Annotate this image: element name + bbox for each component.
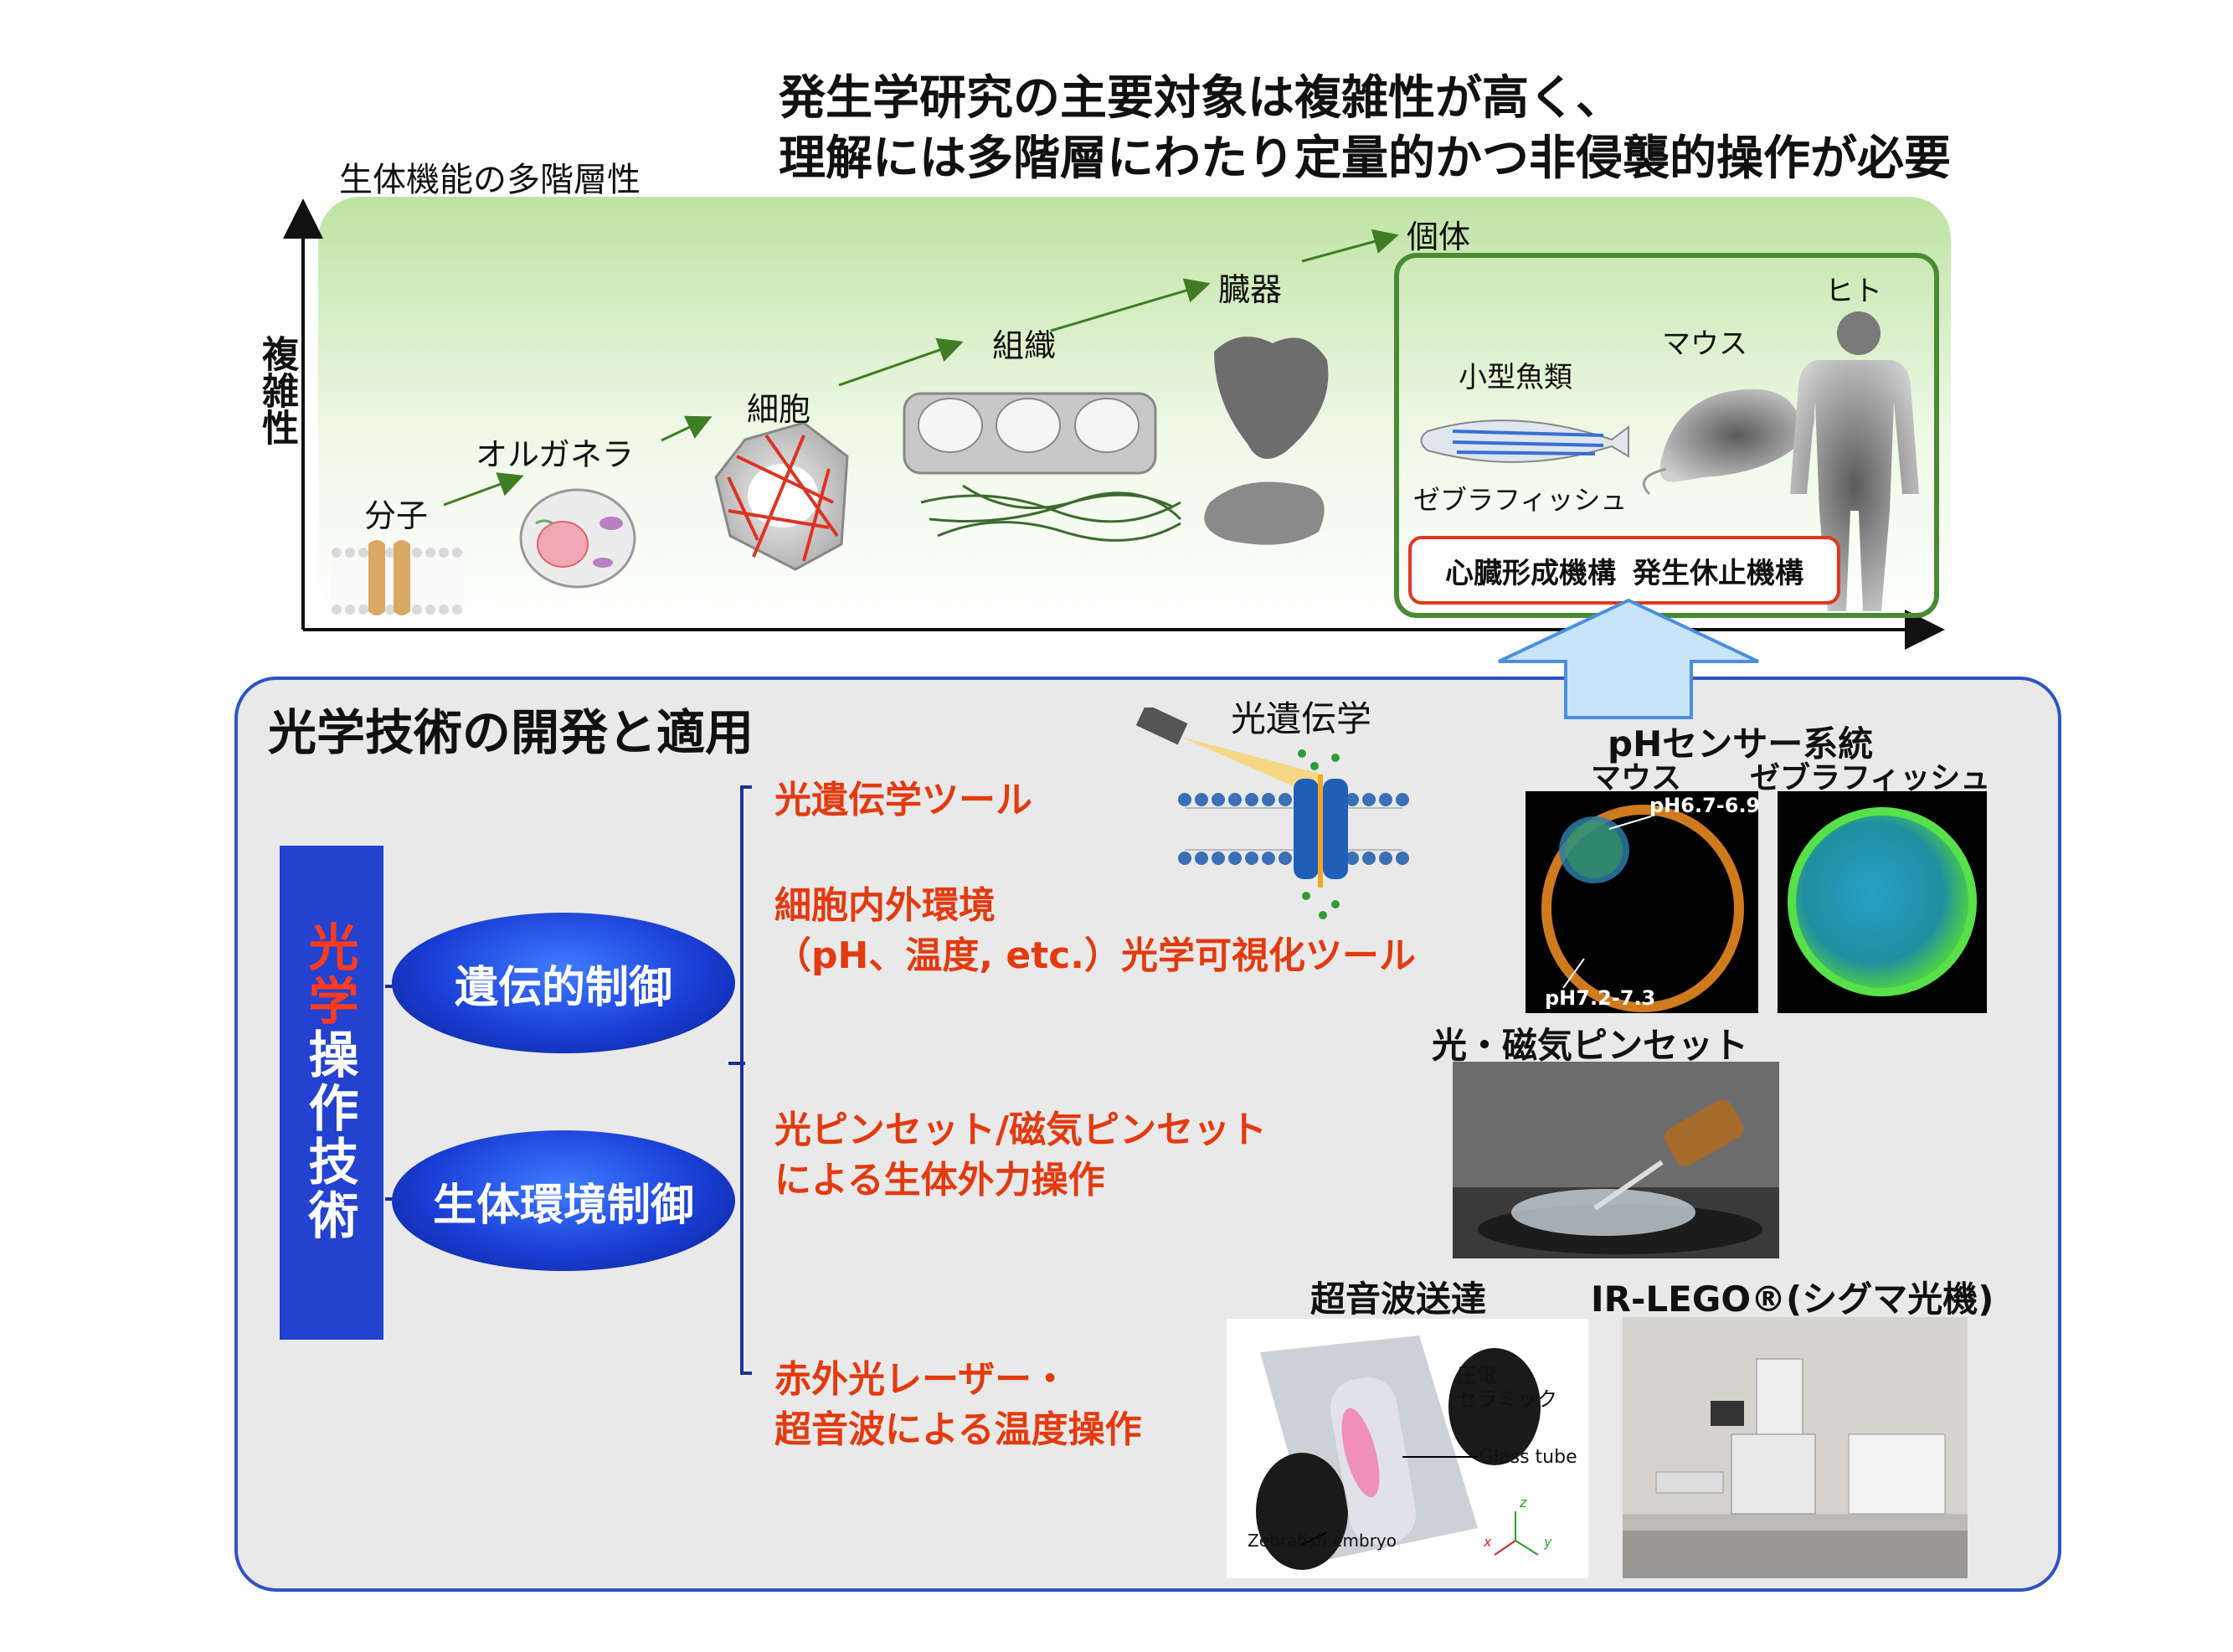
item-infrared-line2: 超音波による温度操作 — [774, 1408, 1142, 1451]
axis-y-label: y — [1544, 1534, 1552, 1550]
tissue-illustration — [903, 392, 1182, 542]
item-intra-extra-env: 細胞内外環境 （pH、温度, etc.）光学可視化ツール — [774, 881, 1416, 981]
organism-box — [1394, 253, 1939, 618]
stage-cell: 細胞 — [747, 391, 811, 428]
axis-z-label: z — [1520, 1495, 1527, 1510]
label-zebrafish: ゼブラフィッシュ — [1413, 484, 1628, 516]
item-infrared: 赤外光レーザー・ 超音波による温度操作 — [774, 1355, 1142, 1455]
stage-molecule: 分子 — [364, 497, 429, 534]
optical-label-rest: 操作技術 — [300, 1028, 358, 1243]
headline: 発生学研究の主要対象は複雑性が高く、 理解には多階層にわたり定量的かつ非侵襲的操… — [779, 69, 1951, 189]
item-tweezers: 光ピンセット/磁気ピンセット による生体外力操作 — [774, 1105, 1267, 1206]
arrow-organ-individual — [1301, 229, 1399, 263]
y-axis-label: 複雑性 — [255, 335, 298, 445]
stage-individual: 個体 — [1407, 219, 1471, 255]
genetic-control-ellipse: 遺伝的制御 — [392, 913, 735, 1053]
genetic-control-label: 遺伝的制御 — [454, 962, 672, 1013]
label-small-fish: 小型魚類 — [1459, 361, 1572, 394]
item-tweezers-line2: による生体外力操作 — [774, 1159, 1105, 1202]
stage-organ: 臓器 — [1218, 271, 1283, 308]
organelle-cell-illustration — [519, 488, 636, 589]
ph-low-label: pH7.2-7.3 — [1545, 986, 1656, 1010]
environment-control-ellipse: 生体環境制御 — [392, 1130, 735, 1271]
arrow-tissue-organ — [1050, 278, 1211, 332]
item-infrared-line1: 赤外光レーザー・ — [774, 1358, 1069, 1401]
zebrafish-illustration — [1420, 419, 1629, 463]
item-intra-extra-line2: （pH、温度, etc.）光学可視化ツール — [774, 934, 1417, 977]
arrow-organelle-cell — [661, 415, 713, 442]
glass-tube-label: Glass tube — [1479, 1447, 1577, 1468]
hierarchy-diagram-graphics — [283, 197, 1951, 650]
hierarchy-title: 生体機能の多階層性 — [339, 161, 641, 199]
cell-cytoskeleton-illustration — [714, 421, 849, 571]
optogenetics-channel-illustration — [1135, 708, 1409, 919]
ceramic-label: 圧電 セラミック — [1457, 1365, 1557, 1412]
up-arrow-icon — [1498, 598, 1759, 719]
mechanism-box: 心臓形成機構 発生休止機構 — [1408, 536, 1840, 605]
mechanism-diapause: 発生休止機構 — [1633, 556, 1803, 590]
environment-control-label: 生体環境制御 — [432, 1180, 694, 1231]
ph-sensor-mouse-label: マウス — [1591, 761, 1682, 795]
ultrasound-device-illustration — [1227, 1319, 1588, 1578]
irlego-photo — [1623, 1317, 1968, 1578]
optical-label-highlight: 光学 — [300, 921, 358, 1028]
panel-title: 光学技術の開発と適用 — [268, 704, 754, 761]
ph-sensor-zebrafish-image — [1778, 791, 1987, 1013]
item-tweezers-line1: 光ピンセット/磁気ピンセット — [774, 1109, 1268, 1151]
optogenetics-label: 光遺伝学 — [1231, 698, 1372, 739]
irlego-title: IR-LEGO®(シグマ光機) — [1591, 1279, 1994, 1320]
arrow-cell-tissue — [838, 337, 964, 387]
optical-manipulation-label: 光学操作技術 — [293, 921, 366, 1243]
label-human: ヒト — [1825, 275, 1882, 308]
stage-organelle: オルガネラ — [476, 436, 634, 473]
stage-tissue: 組織 — [992, 327, 1057, 364]
headline-line1: 発生学研究の主要対象は複雑性が高く、 — [779, 71, 1623, 126]
ultrasound-title: 超音波送達 — [1310, 1279, 1487, 1320]
ceramic-label-line1: 圧電 — [1457, 1366, 1497, 1387]
ph-sensor-mouse-image — [1526, 791, 1758, 1013]
item-intra-extra-line1: 細胞内外環境 — [774, 884, 996, 927]
organ-illustration — [1204, 337, 1329, 545]
ph-sensor-title: pHセンサー系統 — [1608, 723, 1874, 764]
axis-x-label: x — [1484, 1534, 1492, 1550]
tweezers-photo — [1453, 1062, 1779, 1258]
mechanism-heart: 心臓形成機構 — [1445, 556, 1616, 590]
item-optogenetics-tool: 光遺伝学ツール — [774, 779, 1032, 821]
label-mouse: マウス — [1662, 327, 1747, 361]
ph-sensor-zebrafish-label: ゼブラフィッシュ — [1750, 761, 1991, 795]
tweezers-title: 光・磁気ピンセット — [1432, 1025, 1749, 1066]
mouse-illustration — [1642, 389, 1815, 496]
connector-lines — [385, 785, 752, 1375]
membrane-protein-illustration — [331, 540, 465, 615]
headline-line2: 理解には多階層にわたり定量的かつ非侵襲的操作が必要 — [779, 131, 1951, 186]
zebrafish-embryo-label: Zebrafish embryo — [1248, 1531, 1397, 1551]
ph-high-label: pH6.7-6.9 — [1649, 794, 1761, 817]
human-silhouette-illustration — [1790, 311, 1919, 611]
ceramic-label-line2: セラミック — [1457, 1389, 1557, 1411]
optical-manipulation-box — [280, 846, 383, 1340]
arrow-molecule-organelle — [443, 472, 524, 507]
